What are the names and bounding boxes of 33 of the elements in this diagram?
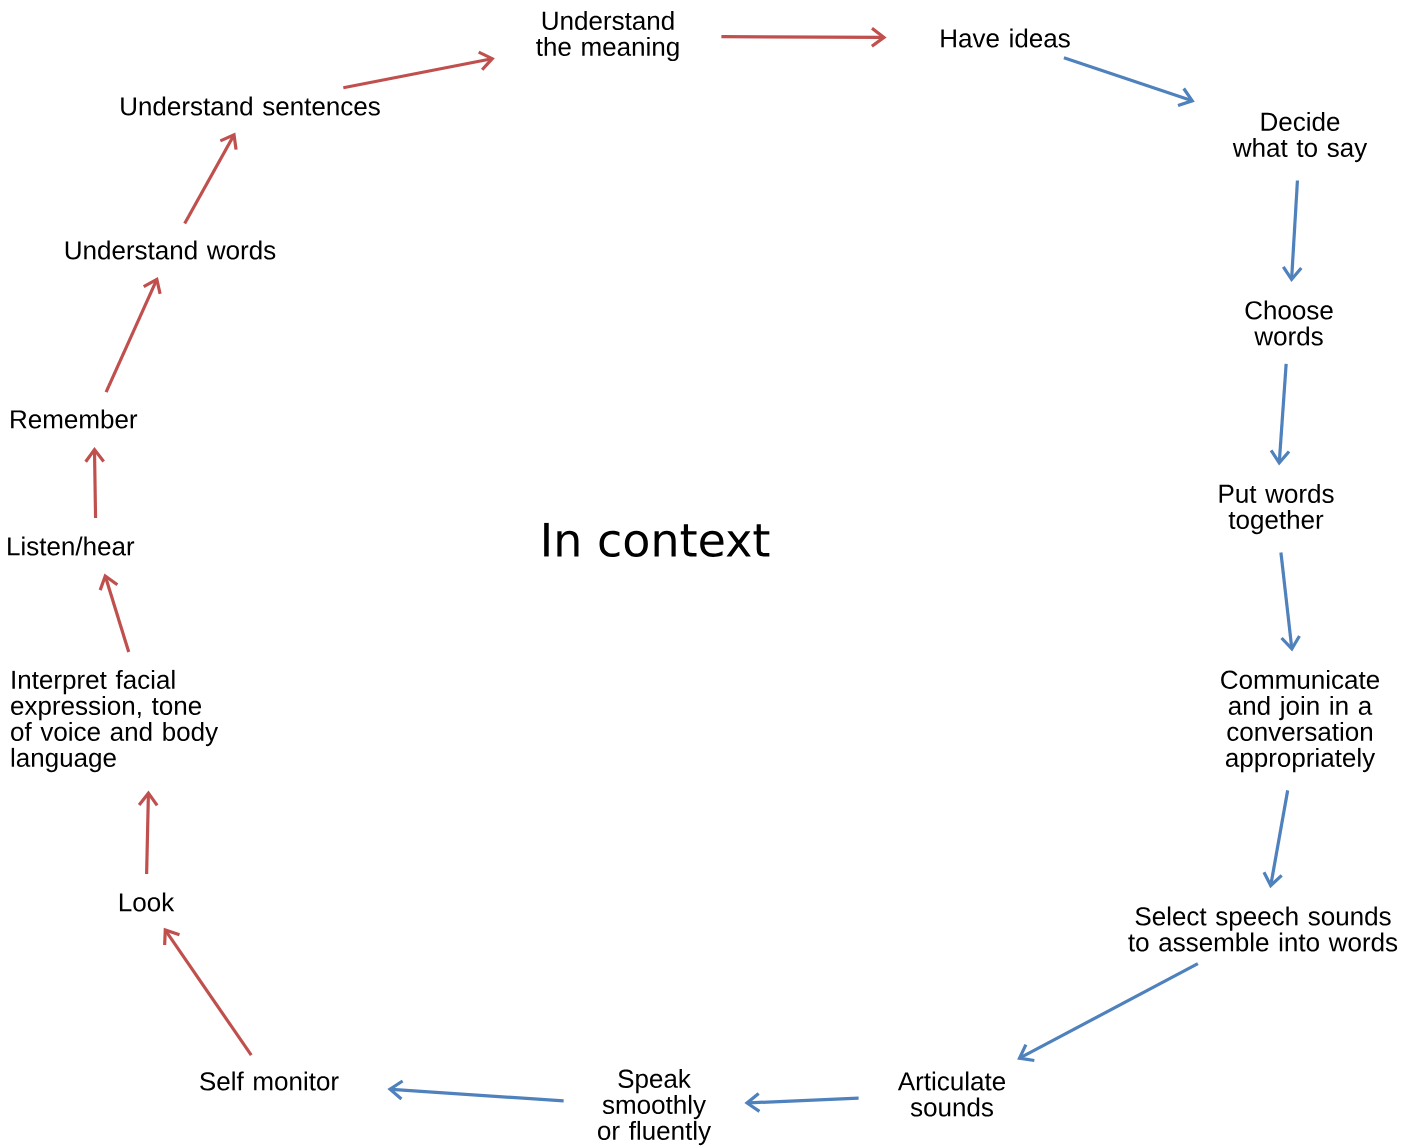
step-text: Understand the meaning [536,10,679,62]
step-text: Understand words [65,240,276,260]
arrow [744,1092,859,1113]
arrow [1281,180,1303,283]
heading-text: In context [544,522,770,558]
arrow [387,1079,564,1103]
arrow [1017,962,1199,1063]
arrow [343,50,495,90]
step-text: Articulate sounds [897,1071,1006,1117]
arrow [1262,790,1290,889]
arrow [98,573,131,653]
arrow [721,27,887,48]
step-text: Remember [11,409,138,429]
arrow [1279,552,1301,652]
arrow [1269,363,1291,466]
step-text: Choose words [1245,300,1333,346]
step-text: Listen/hear [8,536,135,556]
step-text: Select speech sounds to assemble into words [1128,906,1398,952]
arrow [104,276,162,393]
step-text: Have ideas [941,28,1070,48]
arrow [183,132,238,225]
step-text: Understand sentences [121,96,380,116]
step-text: Communicate and join in a conversation appropriately [1221,669,1379,773]
arrow [137,790,159,875]
arrow [84,446,105,519]
arrow [1063,56,1195,108]
step-text: Self monitor [200,1071,339,1091]
step-text: Put words together [1219,483,1334,535]
step-text: Look [119,892,175,912]
step-text: Interpret facial expression, tone of voice and body language [11,669,219,773]
step-text: Speak smoothly or fluently [598,1068,711,1146]
step-text: Decide what to say [1232,111,1368,163]
arrow [163,927,253,1057]
